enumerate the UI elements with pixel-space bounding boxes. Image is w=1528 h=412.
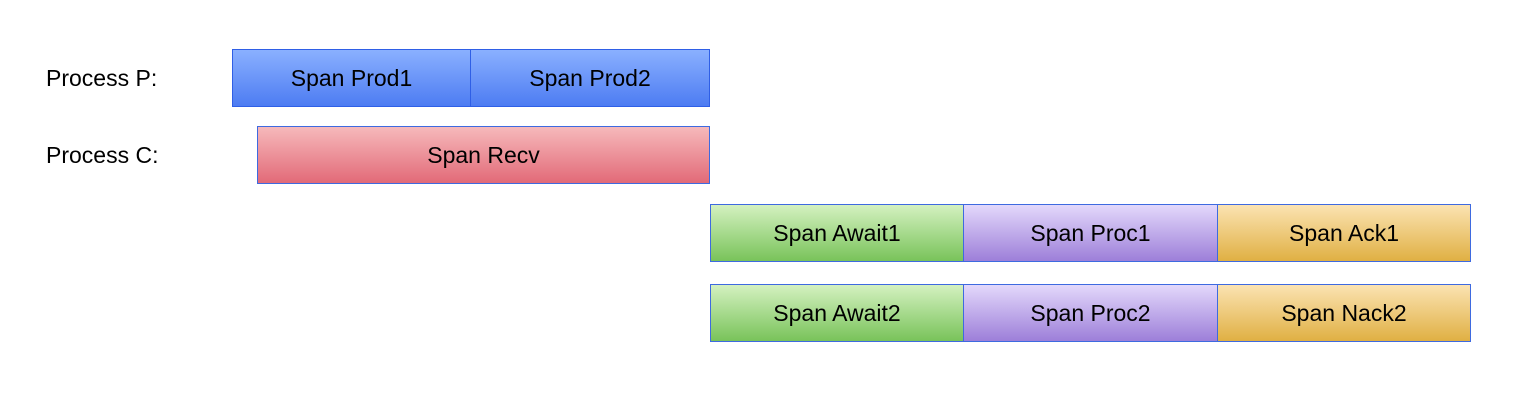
process-c-label: Process C: (46, 142, 159, 168)
process-p-spans-row: Span Prod1 Span Prod2 (232, 49, 710, 107)
span-prod2[interactable]: Span Prod2 (471, 49, 710, 107)
span-await1[interactable]: Span Await1 (710, 204, 964, 262)
span-nack2[interactable]: Span Nack2 (1218, 284, 1471, 342)
span-recv[interactable]: Span Recv (257, 126, 710, 184)
span-prod1[interactable]: Span Prod1 (232, 49, 471, 107)
message-1-spans-row: Span Await1 Span Proc1 Span Ack1 (710, 204, 1471, 262)
span-proc1[interactable]: Span Proc1 (964, 204, 1218, 262)
message-2-spans-row: Span Await2 Span Proc2 Span Nack2 (710, 284, 1471, 342)
span-proc2[interactable]: Span Proc2 (964, 284, 1218, 342)
span-await2[interactable]: Span Await2 (710, 284, 964, 342)
process-c-spans-row: Span Recv (257, 126, 710, 184)
span-ack1[interactable]: Span Ack1 (1218, 204, 1471, 262)
process-p-label: Process P: (46, 65, 158, 91)
